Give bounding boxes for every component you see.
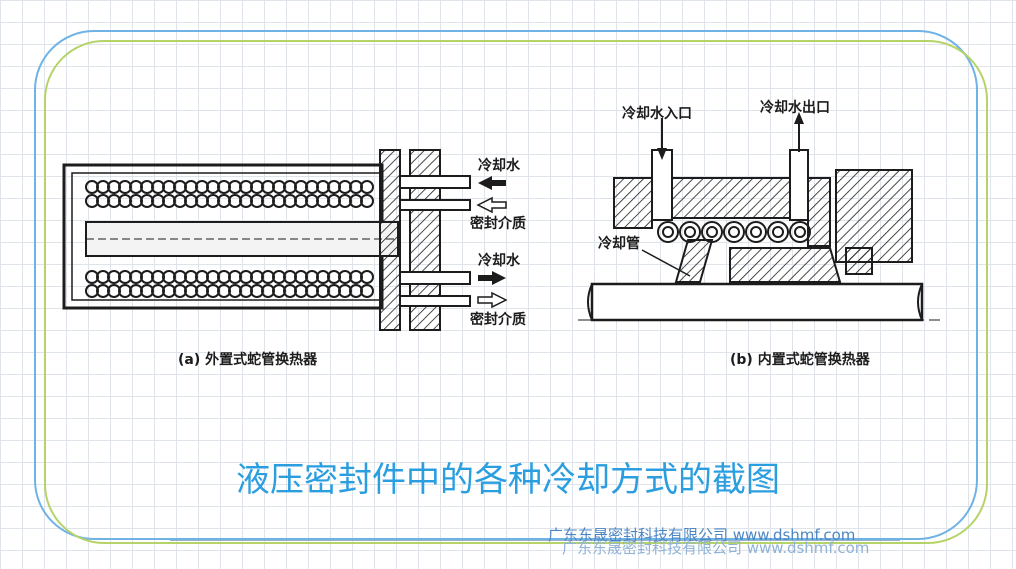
- coil-loop-b-inner: [662, 226, 674, 238]
- footer-company-echo: 广东东晟密封科技有限公司 www.dshmf.com: [562, 539, 870, 557]
- label-cooling-pipe: 冷却管: [598, 235, 640, 252]
- coil-loop-b: [767, 221, 789, 243]
- diagram-a-external-coil: 冷却水 密封介质 冷却水 密封介质 (a) 外置式蛇管换热器: [62, 149, 526, 368]
- coil-loop-b-inner: [750, 226, 762, 238]
- coil-loop-b: [723, 221, 745, 243]
- slide-caption: 液压密封件中的各种冷却方式的截图: [236, 460, 780, 500]
- coil-loop-b-inner: [728, 226, 740, 238]
- coil-loop-a-bottom: [360, 270, 374, 284]
- label-cooling-water-2: 冷却水: [478, 252, 521, 269]
- coil-loop-b-inner: [684, 226, 696, 238]
- diagram-b-internal-coil: 冷却水入口 冷却水出口 冷却管 (b) 内置式蛇管换热器: [578, 99, 940, 368]
- label-seal-medium-2: 密封介质: [469, 311, 526, 328]
- label-outlet: 冷却水出口: [760, 99, 830, 116]
- label-seal-medium-1: 密封介质: [469, 215, 526, 232]
- label-inlet: 冷却水入口: [622, 105, 692, 122]
- coil-loop-b: [789, 221, 811, 243]
- coil-loop-b: [657, 221, 679, 243]
- diagram-b-caption: (b) 内置式蛇管换热器: [730, 351, 871, 368]
- diagram-a-caption: (a) 外置式蛇管换热器: [178, 351, 318, 368]
- footer-divider: [170, 540, 900, 541]
- coil-rows-a: [85, 180, 374, 298]
- footer-company: 广东东晟密封科技有限公司 www.dshmf.com: [548, 526, 856, 544]
- coil-loop-a-bottom: [360, 284, 374, 298]
- coil-loop-b: [745, 221, 767, 243]
- label-cooling-water-1: 冷却水: [478, 157, 521, 174]
- coil-loop-b-inner: [706, 226, 718, 238]
- coil-row-b: [657, 221, 811, 243]
- coil-loop-a-top: [360, 194, 374, 208]
- decorative-frame-blue: [34, 30, 978, 540]
- coil-loop-a-top: [360, 180, 374, 194]
- coil-loop-b-inner: [794, 226, 806, 238]
- decorative-frame-green: [44, 40, 988, 544]
- coil-loop-b-inner: [772, 226, 784, 238]
